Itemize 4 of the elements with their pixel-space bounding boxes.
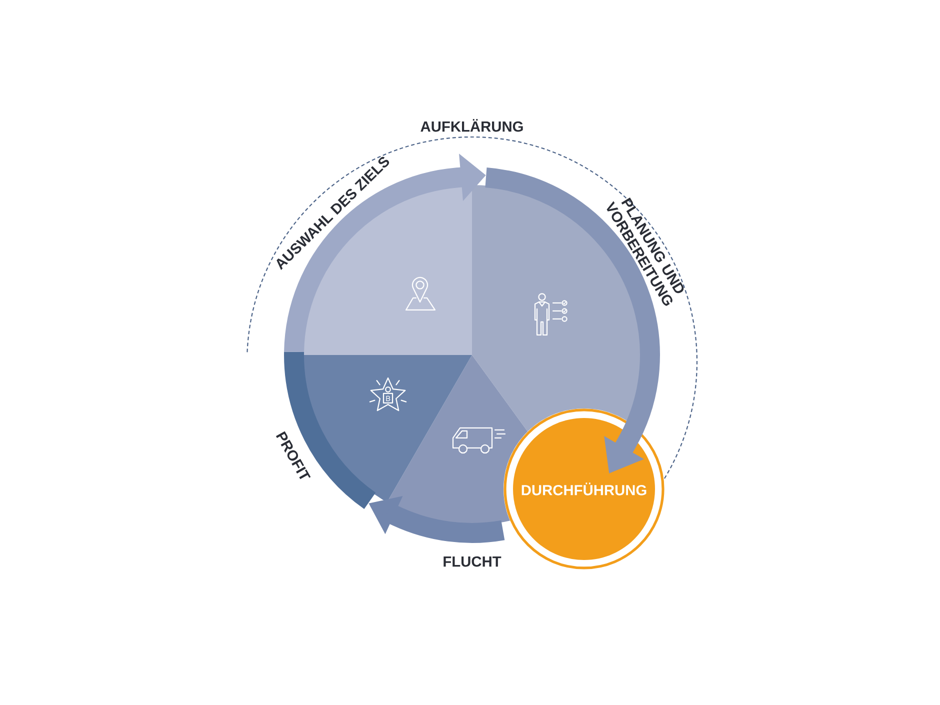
node-label: DURCHFÜHRUNG [522, 482, 646, 496]
arc-label: AUFKLÄRUNG [420, 119, 523, 132]
phase-label: FLUCHT [444, 556, 502, 567]
ring-segment [284, 352, 376, 509]
